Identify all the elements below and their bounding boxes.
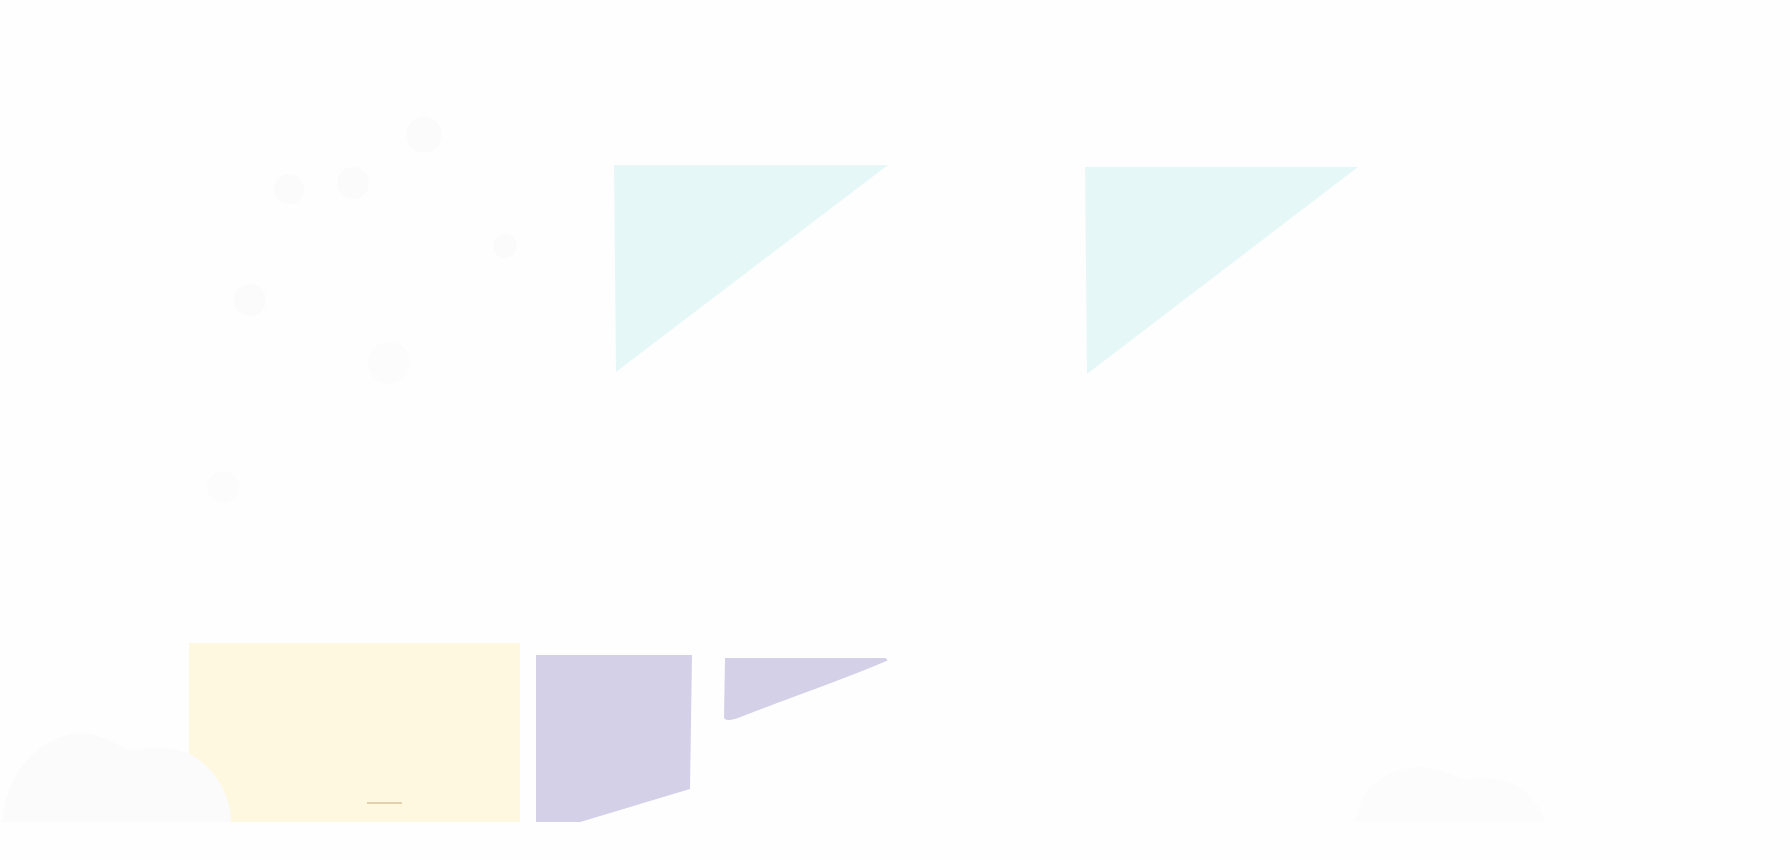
bubbles xyxy=(207,117,517,503)
cloud-base xyxy=(0,822,1790,860)
cloud-right xyxy=(1355,767,1545,822)
bubble xyxy=(406,117,442,153)
bubble xyxy=(368,342,410,384)
bubble xyxy=(337,167,369,199)
teal-triangle-left xyxy=(614,165,888,372)
cloud-left xyxy=(2,733,231,822)
teal-triangle-right xyxy=(1085,167,1358,374)
bubble xyxy=(493,234,517,258)
bubble xyxy=(234,284,266,316)
purple-shape-left xyxy=(536,655,692,833)
bubble xyxy=(207,471,239,503)
yellow-panel xyxy=(189,643,520,824)
purple-shape-right xyxy=(724,658,888,720)
bubble xyxy=(274,174,304,204)
